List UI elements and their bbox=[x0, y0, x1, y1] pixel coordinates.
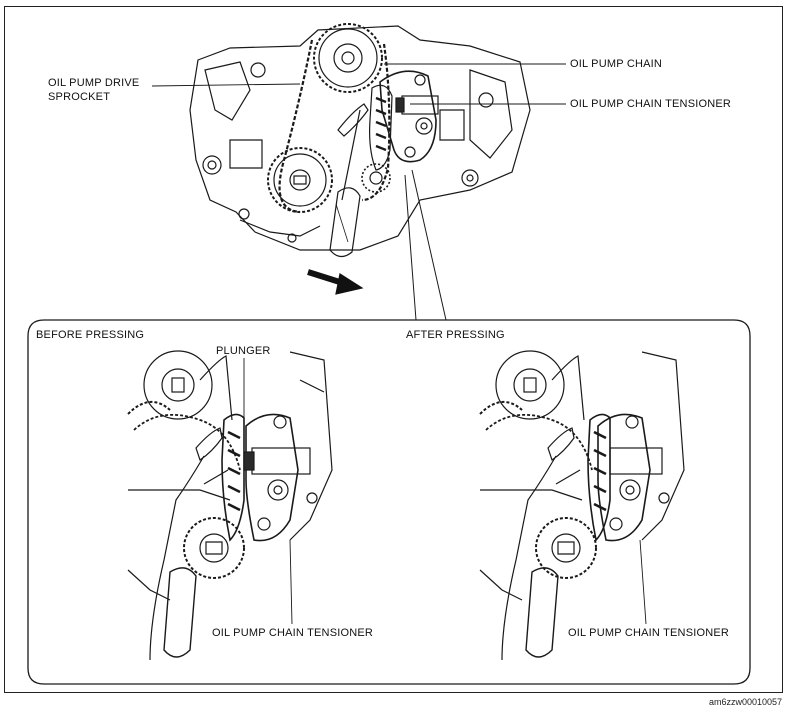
diagram-frame bbox=[4, 6, 783, 693]
chain-tensioner-top bbox=[379, 70, 439, 163]
oil-pump-chain-top bbox=[278, 39, 391, 214]
engine-block-top bbox=[189, 25, 531, 251]
oil-pump-chain-tensioner-label-top: OIL PUMP CHAIN TENSIONER bbox=[570, 98, 732, 110]
chain-guide-top bbox=[369, 84, 393, 171]
plunger-label: PLUNGER bbox=[216, 345, 271, 357]
oil-pump-chain-label: OIL PUMP CHAIN bbox=[570, 58, 663, 70]
after-pressing-title: AFTER PRESSING bbox=[406, 329, 505, 341]
detail-panel-border bbox=[27, 319, 751, 685]
before-pressing-illustration bbox=[127, 350, 333, 661]
oil-pump-drive-sprocket-label-line1: OIL PUMP DRIVE bbox=[48, 77, 140, 89]
lower-sprocket-top bbox=[267, 147, 391, 213]
image-code: am6zzw00010057 bbox=[708, 697, 782, 707]
tensioner-label-after: OIL PUMP CHAIN TENSIONER bbox=[568, 627, 730, 639]
screwdriver-top bbox=[329, 103, 369, 258]
before-pressing-title: BEFORE PRESSING bbox=[36, 329, 145, 341]
tensioner-label-before: OIL PUMP CHAIN TENSIONER bbox=[212, 627, 374, 639]
oil-pump-drive-sprocket-label-line2: SPROCKET bbox=[48, 91, 111, 103]
after-pressing-illustration bbox=[479, 350, 685, 661]
oil-pump-drive-sprocket bbox=[313, 23, 383, 93]
